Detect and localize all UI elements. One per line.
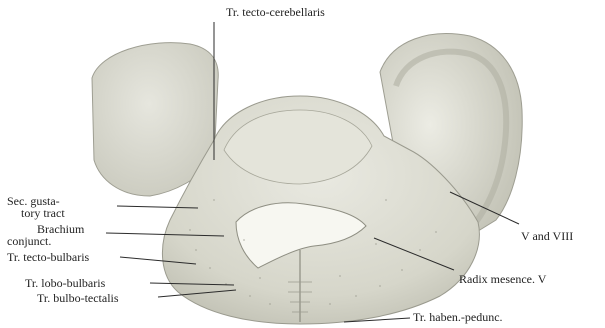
label-bulbo-tectalis: Tr. bulbo-tectalis bbox=[37, 292, 119, 304]
label-lobo-bulbaris: Tr. lobo-bulbaris bbox=[25, 277, 105, 289]
label-brachium-line2: conjunct. bbox=[7, 236, 51, 247]
label-haben-pedunc: Tr. haben.-pedunc. bbox=[413, 311, 503, 323]
label-tecto-bulbaris: Tr. tecto-bulbaris bbox=[7, 251, 89, 263]
label-sec-gustatory-line2: tory tract bbox=[21, 208, 65, 219]
label-v-and-viii: V and VIII bbox=[521, 230, 573, 242]
label-tecto-cerebellaris: Tr. tecto-cerebellaris bbox=[226, 6, 325, 18]
label-radix-mesence: Radix mesence. V bbox=[459, 273, 546, 285]
